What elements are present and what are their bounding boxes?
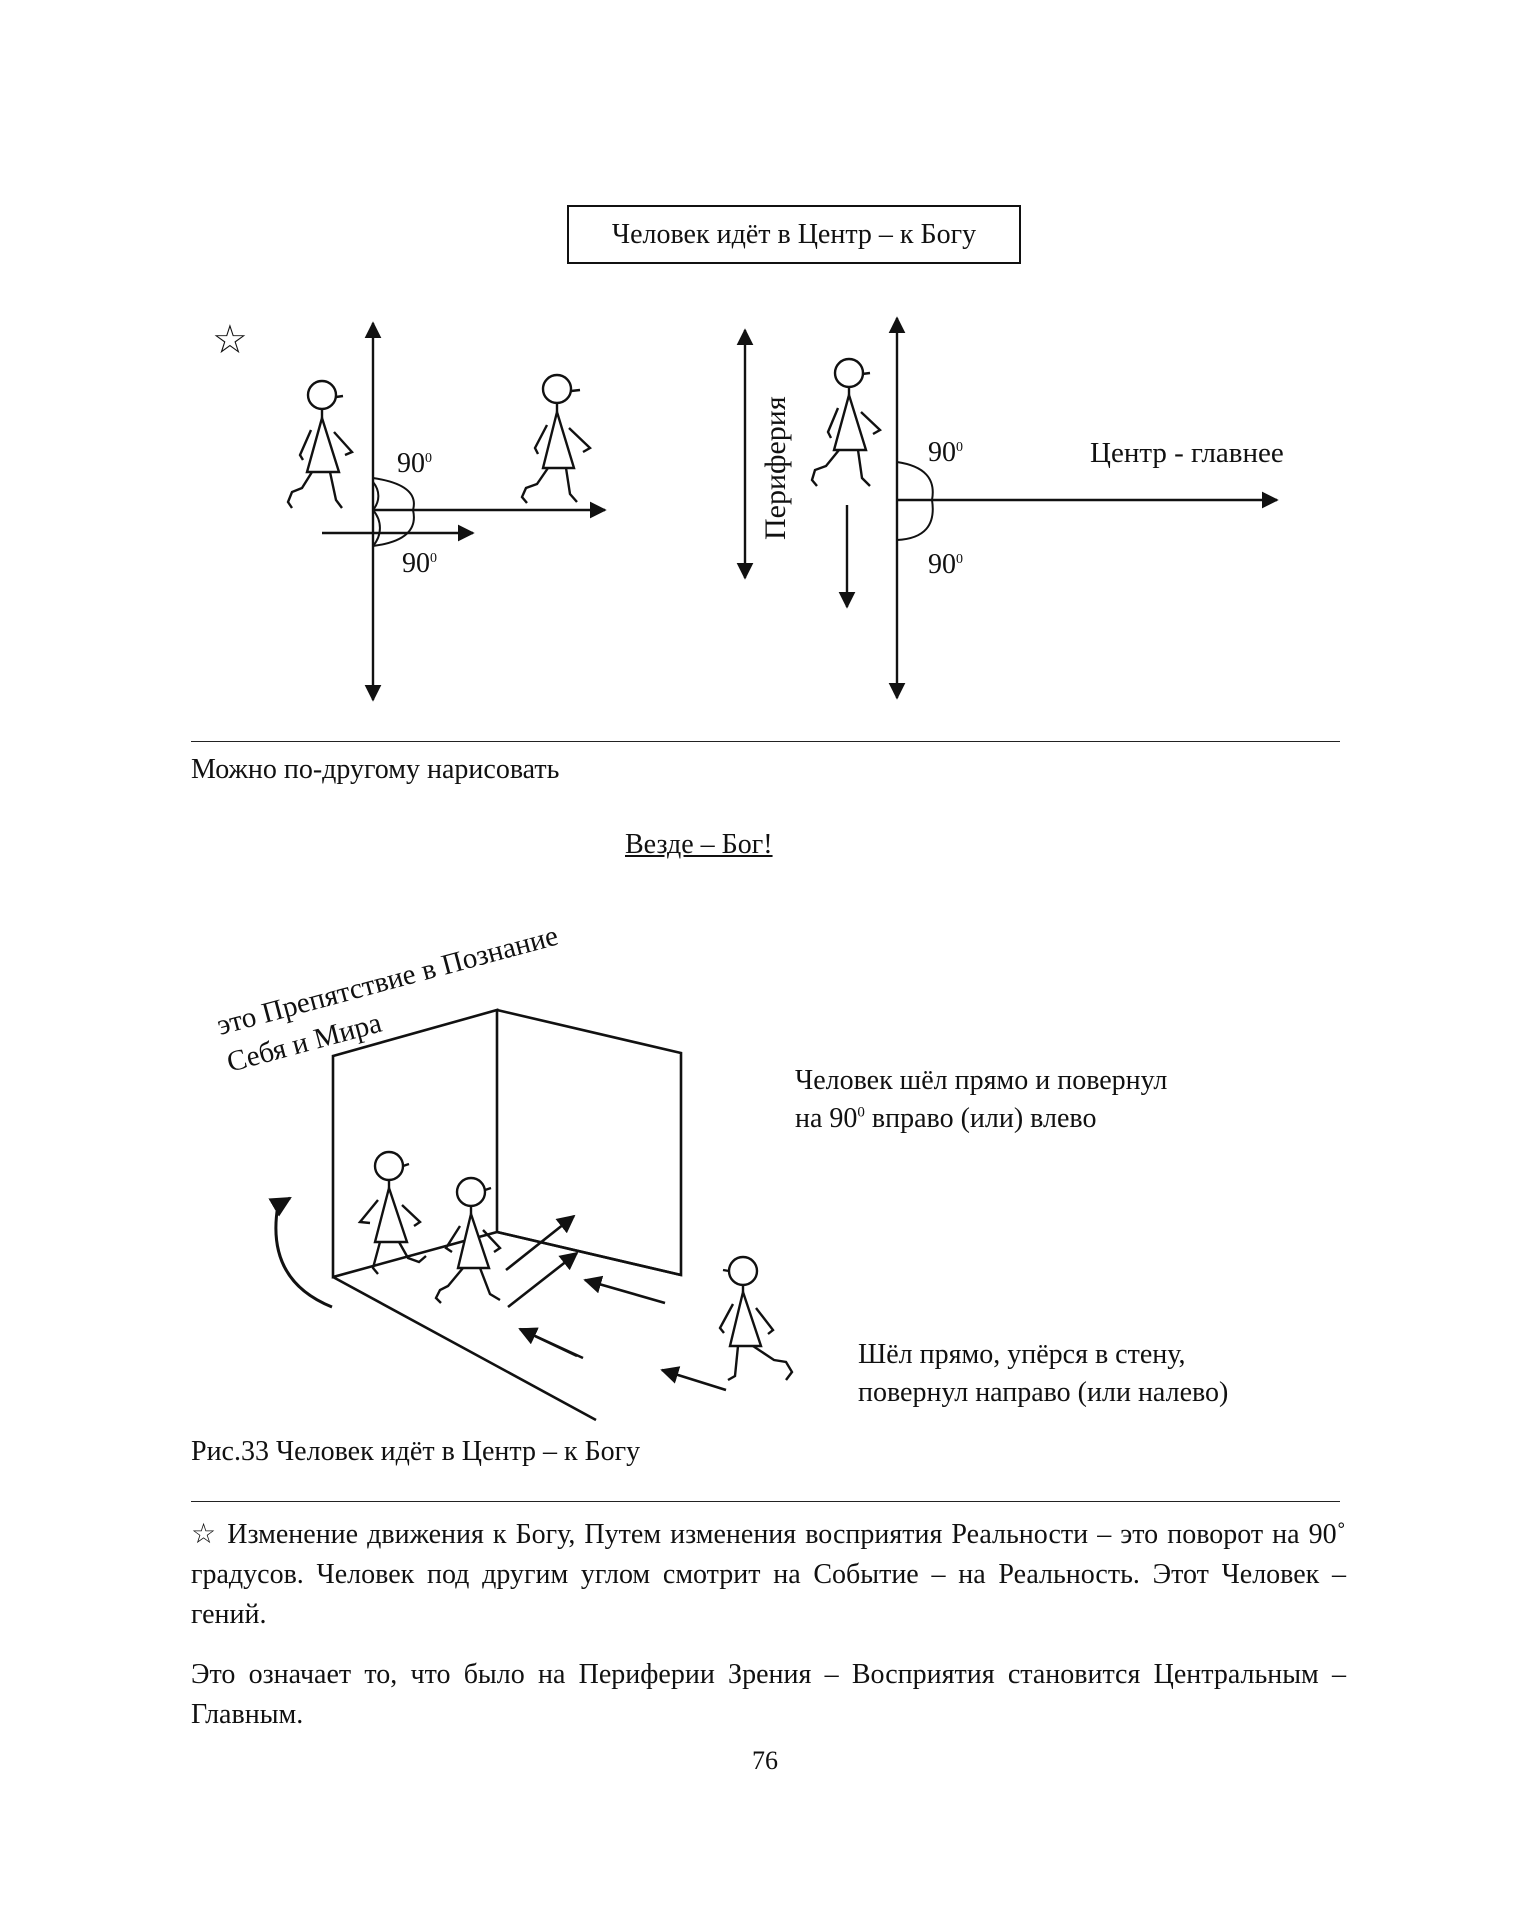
- stick-figure-4: [357, 1150, 427, 1275]
- divider-top: [191, 741, 1340, 742]
- figure-caption: Рис.33 Человек идёт в Центр – к Богу: [191, 1436, 641, 1467]
- diagram-title-box: Человек идёт в Центр – к Богу: [567, 205, 1021, 264]
- right-angle-label-lower: 900: [928, 549, 963, 580]
- left-angle-label-lower: 900: [402, 548, 437, 579]
- left-angle-label-upper: 900: [397, 448, 432, 479]
- stick-figure-6: [718, 1255, 794, 1382]
- page-number: 76: [752, 1746, 778, 1775]
- divider-bottom: [191, 1501, 1340, 1502]
- diagram-title: Человек идёт в Центр – к Богу: [611, 218, 977, 250]
- periphery-label: Периферия: [759, 396, 792, 540]
- stick-figure-5: [434, 1176, 502, 1304]
- alt-drawing-caption: Можно по-другому нарисовать: [191, 754, 560, 785]
- stick-figure-2: [520, 373, 592, 504]
- right-angle-arc-shape: [896, 461, 934, 541]
- left-angle-arc-shape: [372, 477, 415, 547]
- obstacle-label-line1: это Препятствие в Познание: [214, 920, 562, 1042]
- paragraph-1: ☆ Изменение движения к Богу, Путем измен…: [191, 1519, 1346, 1630]
- turn-description-line1: Человек шёл прямо и повернул: [795, 1065, 1168, 1096]
- wall-description-line2: повернул направо (или налево): [858, 1377, 1229, 1408]
- turn-arrow: [268, 1196, 333, 1309]
- wall-description-line1: Шёл прямо, упёрся в стену,: [858, 1339, 1186, 1370]
- right-angle-label-upper: 900: [928, 437, 963, 468]
- bottom-diagram: это Препятствие в Познание Себя и Мира: [214, 920, 794, 1422]
- movement-arrows: [505, 1214, 727, 1392]
- stick-figure-1: [286, 379, 355, 509]
- corner-walls: [331, 1008, 683, 1422]
- wall-description: Шёл прямо, упёрся в стену, повернул напр…: [858, 1336, 1228, 1412]
- left-angle-arcs: [372, 481, 381, 547]
- stick-figure-3: [810, 357, 882, 487]
- subtitle: Везде – Бог!: [625, 829, 773, 860]
- turn-description: Человек шёл прямо и повернул на 900 впра…: [795, 1062, 1167, 1138]
- turn-description-line2: на 900 вправо (или) влево: [795, 1103, 1097, 1134]
- center-label: Центр - главнее: [1090, 437, 1284, 469]
- star-icon: ☆: [212, 317, 248, 362]
- paragraph-2: Это означает то, что было на Периферии З…: [191, 1659, 1346, 1730]
